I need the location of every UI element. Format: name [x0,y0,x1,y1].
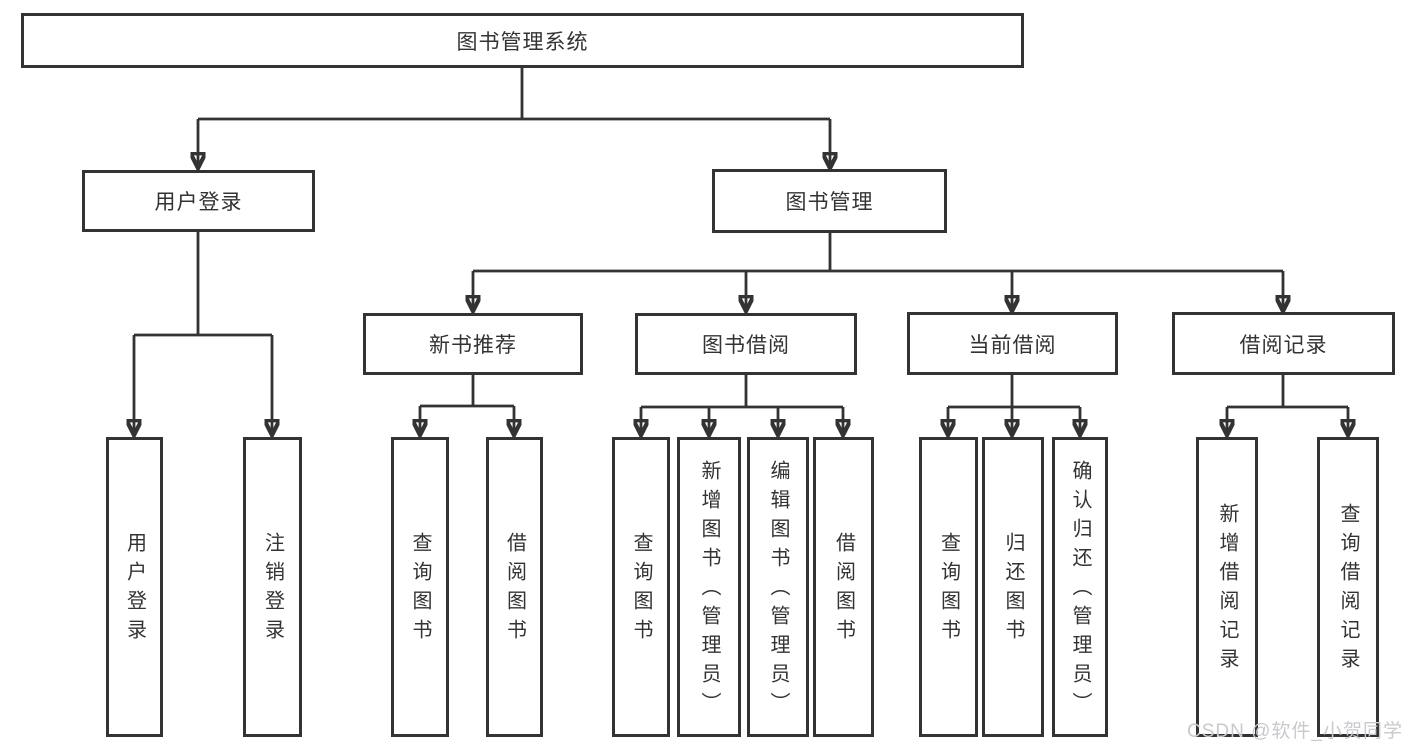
node-book-borrow: 图书借阅 [635,313,857,375]
leaf-borrow-books-recommend: 借阅图书 [486,437,543,737]
leaf-query-books-recommend: 查询图书 [391,437,449,737]
leaf-confirm-return-admin: 确认归还（管理员） [1052,437,1108,737]
node-new-book-recommend: 新书推荐 [363,313,583,375]
leaf-edit-books-admin: 编辑图书（管理员） [747,437,809,737]
leaf-query-borrow-record: 查询借阅记录 [1317,437,1379,737]
leaf-borrow-books: 借阅图书 [813,437,874,737]
node-book-management-branch: 图书管理 [712,169,947,233]
node-user-login-branch: 用户登录 [82,170,315,232]
leaf-query-books-current: 查询图书 [919,437,978,737]
leaf-add-borrow-record: 新增借阅记录 [1196,437,1258,737]
connector-borrow-records-to-leaves [1227,375,1348,433]
node-root-library-management-system: 图书管理系统 [21,13,1024,68]
connector-current-borrow-to-leaves [948,375,1080,433]
connector-root-to-branches [198,68,830,166]
leaf-user-login: 用户登录 [106,437,163,737]
leaf-return-books: 归还图书 [982,437,1044,737]
connector-user-login-to-leaves [134,232,272,433]
node-current-borrow: 当前借阅 [907,312,1118,375]
leaf-query-books-borrow: 查询图书 [612,437,670,737]
csdn-watermark: CSDN @软件_小贺同学 [1187,721,1403,742]
connector-book-management-to-modules [473,233,1283,309]
leaf-add-books-admin: 新增图书（管理员） [677,437,741,737]
connector-book-borrow-to-leaves [641,375,843,433]
leaf-logout: 注销登录 [243,437,302,737]
node-borrow-records: 借阅记录 [1172,312,1395,375]
connector-new-book-recommend-to-leaves [420,375,514,433]
